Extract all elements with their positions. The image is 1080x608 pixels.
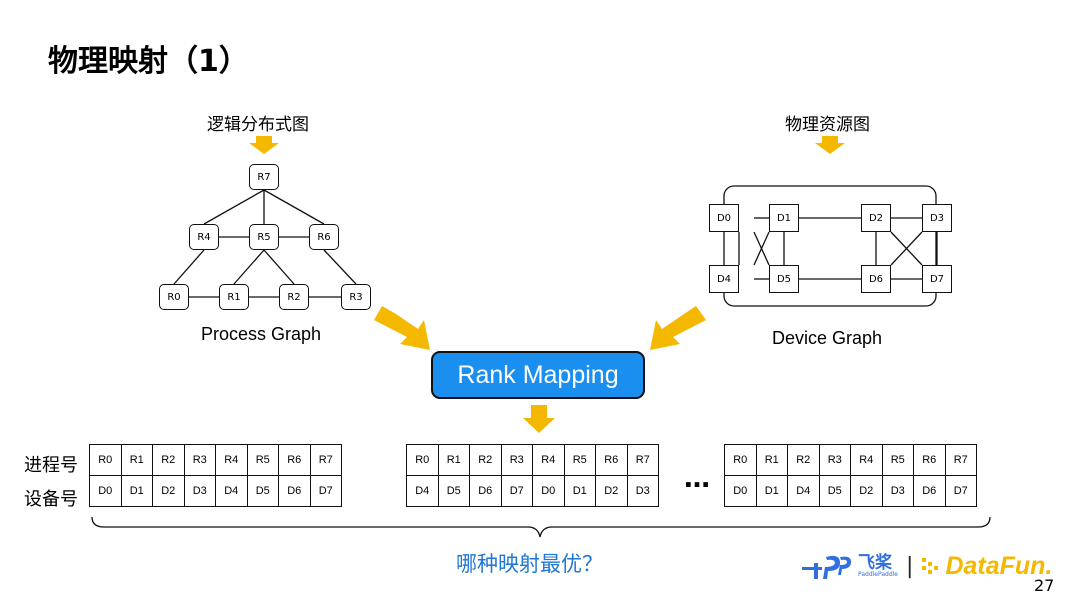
- device-cell: D2: [152, 475, 185, 507]
- device-cell: D2: [850, 475, 883, 507]
- device-cell: D6: [469, 475, 502, 507]
- device-cell: D1: [755, 475, 788, 507]
- device-graph-heading: 物理资源图: [785, 115, 870, 135]
- rank-cell: R6: [595, 444, 628, 476]
- device-cell: D6: [913, 475, 946, 507]
- device-cell: D7: [944, 475, 977, 507]
- process-node: R1: [219, 284, 249, 310]
- device-cell: D4: [215, 475, 248, 507]
- device-cell: D7: [500, 475, 533, 507]
- device-cell: D0: [89, 475, 122, 507]
- device-cell: D1: [120, 475, 153, 507]
- datafun-text: DataFun.: [945, 551, 1053, 580]
- process-node: R6: [309, 224, 339, 250]
- rank-cell: R3: [818, 444, 851, 476]
- rank-cell: R6: [278, 444, 311, 476]
- device-node: D2: [861, 204, 891, 232]
- rank-cell: R2: [787, 444, 820, 476]
- rank-cell: R5: [881, 444, 914, 476]
- device-graph-caption: Device Graph: [772, 328, 883, 348]
- page-title: 物理映射（1）: [48, 44, 249, 79]
- rank-mapping-box: Rank Mapping: [431, 351, 645, 399]
- datafun-logo-icon: [922, 558, 939, 574]
- rank-cell: R7: [944, 444, 977, 476]
- process-node: R3: [341, 284, 371, 310]
- row-label-device: 设备号: [24, 489, 78, 510]
- device-node: D4: [709, 265, 739, 293]
- paddle-cn-text: 飞桨: [858, 552, 892, 573]
- rank-cell: R0: [724, 444, 757, 476]
- device-node: D0: [709, 204, 739, 232]
- device-node: D1: [769, 204, 799, 232]
- rank-cell: R3: [183, 444, 216, 476]
- question-text: 哪种映射最优？: [456, 552, 603, 576]
- device-cell: D2: [595, 475, 628, 507]
- device-node: D3: [922, 204, 952, 232]
- rank-cell: R5: [563, 444, 596, 476]
- process-node: R7: [249, 164, 279, 190]
- device-cell: D0: [724, 475, 757, 507]
- rank-cell: R2: [469, 444, 502, 476]
- device-cell: D5: [437, 475, 470, 507]
- process-graph-caption: Process Graph: [201, 324, 322, 344]
- rank-cell: R0: [406, 444, 439, 476]
- rank-cell: R4: [215, 444, 248, 476]
- device-cell: D6: [278, 475, 311, 507]
- rank-cell: R6: [913, 444, 946, 476]
- device-cell: D3: [881, 475, 914, 507]
- row-label-process: 进程号: [24, 455, 78, 476]
- rank-cell: R1: [437, 444, 470, 476]
- process-node: R4: [189, 224, 219, 250]
- rank-cell: R2: [152, 444, 185, 476]
- rank-cell: R0: [89, 444, 122, 476]
- paddle-logo-icon: [802, 555, 852, 579]
- rank-cell: R1: [120, 444, 153, 476]
- device-cell: D0: [532, 475, 565, 507]
- process-node: R0: [159, 284, 189, 310]
- rank-cell: R7: [626, 444, 659, 476]
- logo-area: 飞桨 PaddlePaddle | DataFun.: [800, 551, 1052, 581]
- ellipsis: …: [684, 464, 711, 494]
- device-node: D6: [861, 265, 891, 293]
- device-cell: D4: [406, 475, 439, 507]
- logo-divider: |: [906, 553, 914, 579]
- process-node: R2: [279, 284, 309, 310]
- device-cell: D7: [309, 475, 342, 507]
- device-cell: D5: [818, 475, 851, 507]
- device-cell: D3: [626, 475, 659, 507]
- device-cell: D5: [246, 475, 279, 507]
- device-cell: D3: [183, 475, 216, 507]
- rank-cell: R3: [500, 444, 533, 476]
- rank-cell: R1: [755, 444, 788, 476]
- device-node: D7: [922, 265, 952, 293]
- device-node: D5: [769, 265, 799, 293]
- rank-cell: R4: [850, 444, 883, 476]
- paddle-en-text: PaddlePaddle: [858, 570, 899, 578]
- rank-cell: R5: [246, 444, 279, 476]
- page-number: 27: [1034, 576, 1055, 595]
- device-cell: D4: [787, 475, 820, 507]
- device-cell: D1: [563, 475, 596, 507]
- rank-cell: R7: [309, 444, 342, 476]
- rank-cell: R4: [532, 444, 565, 476]
- process-graph-heading: 逻辑分布式图: [207, 115, 309, 135]
- process-node: R5: [249, 224, 279, 250]
